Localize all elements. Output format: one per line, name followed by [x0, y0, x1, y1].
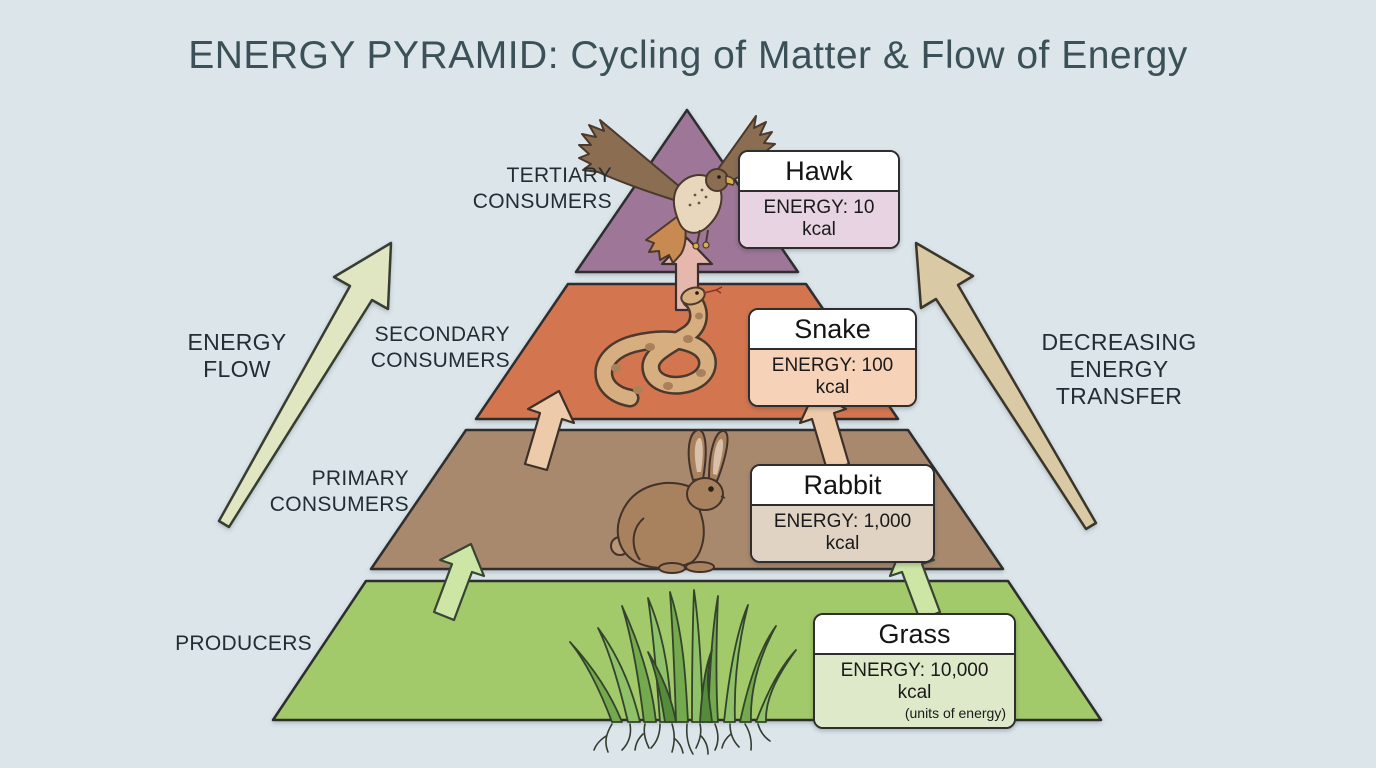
- label-energy-flow: ENERGY FLOW: [187, 329, 287, 382]
- label-tertiary-consumers: TERTIARY CONSUMERS: [472, 164, 612, 213]
- card-rabbit-energy: ENERGY: 1,000 kcal: [752, 504, 933, 561]
- card-hawk-energy: ENERGY: 10 kcal: [740, 190, 898, 247]
- card-grass-title: Grass: [815, 615, 1014, 653]
- hawk-illustration: [578, 115, 776, 264]
- card-rabbit: Rabbit ENERGY: 1,000 kcal: [750, 464, 935, 563]
- card-hawk-title: Hawk: [740, 152, 898, 190]
- grass-illustration: [569, 589, 797, 755]
- card-grass-energy-value: ENERGY: 10,000 kcal: [840, 660, 989, 703]
- card-grass: Grass ENERGY: 10,000 kcal (units of ener…: [813, 613, 1016, 729]
- arrow-producers-to-primary-left: [432, 542, 486, 622]
- label-producers: PRODUCERS: [175, 632, 312, 655]
- card-snake: Snake ENERGY: 100 kcal: [748, 308, 917, 407]
- rabbit-illustration: [610, 429, 729, 574]
- energy-flow-arrow: [217, 241, 393, 529]
- label-decreasing-energy-transfer: DECREASING ENERGY TRANSFER: [1041, 329, 1197, 409]
- card-hawk: Hawk ENERGY: 10 kcal: [738, 150, 900, 249]
- decreasing-energy-arrow: [914, 241, 1098, 531]
- card-rabbit-title: Rabbit: [752, 466, 933, 504]
- page-title: ENERGY PYRAMID: Cycling of Matter & Flow…: [188, 34, 1188, 77]
- label-primary-consumers: PRIMARY CONSUMERS: [269, 467, 409, 516]
- card-grass-energy-note: (units of energy): [904, 705, 1006, 721]
- card-snake-energy: ENERGY: 100 kcal: [750, 348, 915, 405]
- label-secondary-consumers: SECONDARY CONSUMERS: [370, 323, 510, 372]
- card-snake-title: Snake: [750, 310, 915, 348]
- card-grass-energy: ENERGY: 10,000 kcal (units of energy): [815, 653, 1014, 727]
- snake-illustration: [594, 286, 723, 408]
- arrow-primary-to-secondary-left: [523, 389, 576, 472]
